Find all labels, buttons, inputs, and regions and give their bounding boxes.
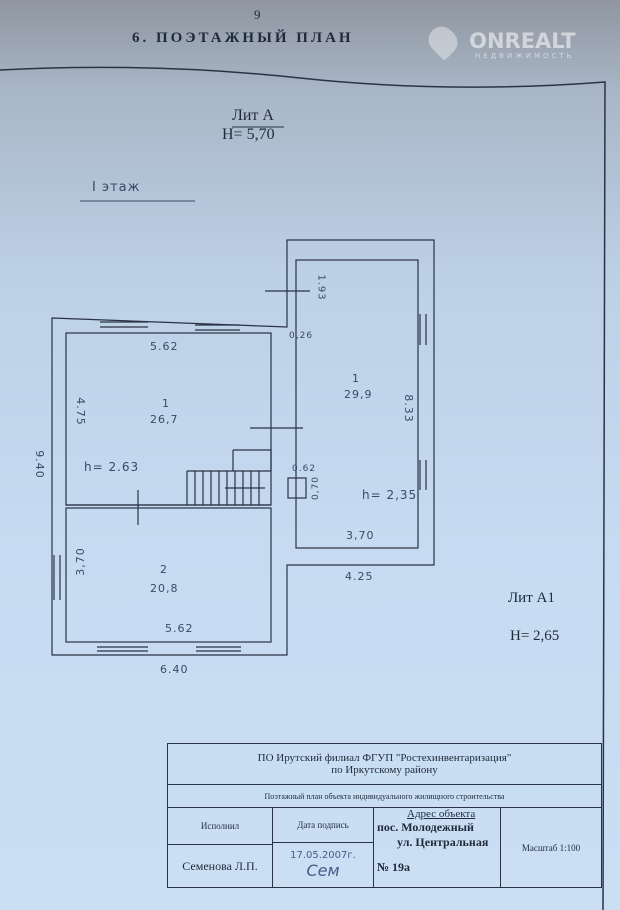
address-cell: Адрес объекта пос. Молодежный ул. Центра…: [373, 807, 501, 888]
room-a1-walls: [295, 259, 419, 549]
dim-label: 6.40: [160, 663, 189, 676]
room-area: 20,8: [150, 582, 179, 595]
dim-label: h= 2.63: [84, 460, 140, 474]
dim-label: 4.25: [345, 570, 374, 583]
dim-label: 9.40: [32, 450, 46, 479]
lit-a1-label: Лит А1: [508, 590, 555, 606]
room-number: 1: [162, 397, 170, 410]
lit-a1-height: H= 2,65: [510, 628, 560, 644]
page-number: 9: [254, 7, 261, 22]
frame-border: [0, 66, 606, 910]
dim-label: 4.75: [73, 397, 87, 426]
org-cell: ПО Ирутский филиал ФГУП "Ростехинвентари…: [167, 743, 602, 785]
dim-label: 8.33: [401, 394, 415, 423]
room-number: 2: [160, 563, 168, 576]
page-title: 6. ПОЭТАЖНЫЙ ПЛАН: [132, 30, 354, 46]
executor-label: Исполнил: [167, 807, 273, 845]
scale-cell: Масштаб 1:100: [500, 807, 602, 888]
room-area: 29,9: [344, 388, 373, 401]
floor-label: I этаж: [92, 180, 141, 195]
room-number: 1: [352, 372, 360, 385]
date-label: Дата подпись: [272, 807, 374, 843]
executor-name: Семенова Л.П.: [167, 844, 273, 888]
dim-label: 3,70: [346, 529, 375, 542]
chimney: [287, 477, 307, 499]
date-signature: 17.05.2007г.Сем: [272, 842, 374, 888]
lit-a-label: Лит А: [232, 107, 274, 124]
outer-walls: [51, 239, 435, 656]
dim-label: h= 2,35: [362, 488, 418, 502]
dim-label: 0,70: [311, 475, 322, 501]
dim-label: 0.62: [292, 464, 317, 474]
room-2-walls: [65, 507, 272, 643]
room-area: 26,7: [150, 413, 179, 426]
dim-label: 0,26: [289, 331, 314, 341]
dim-label: 5.62: [165, 622, 194, 635]
watermark: ONREALT НЕДВИЖИМОСТЬ: [423, 21, 576, 61]
lit-a-height: H= 5,70: [222, 126, 275, 143]
dim-label: 1.93: [315, 274, 327, 301]
dim-label: 3,70: [73, 547, 87, 576]
dim-label: 5.62: [150, 340, 179, 353]
desc-cell: Поэтажный план объекта индивидуального ж…: [167, 784, 602, 808]
